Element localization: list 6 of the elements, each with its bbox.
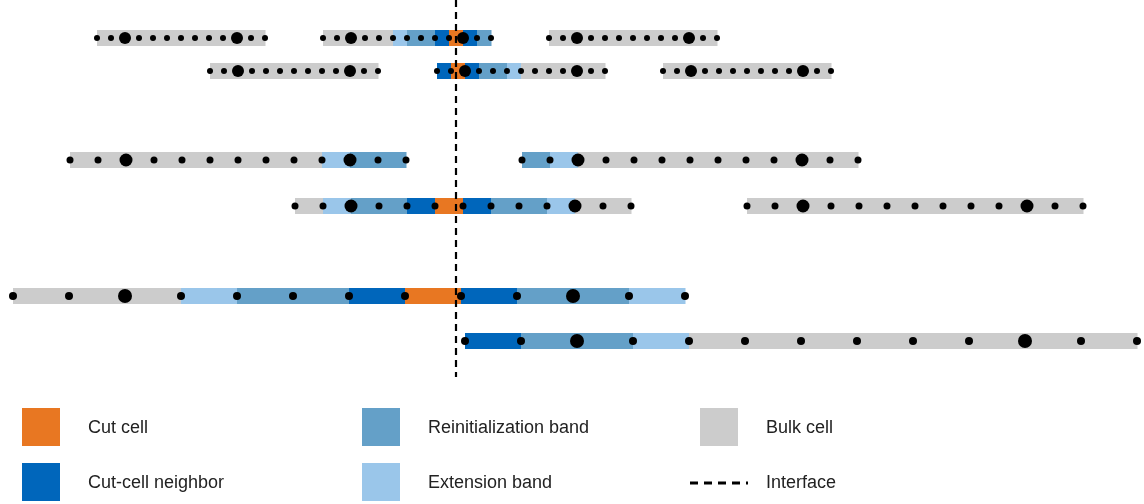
legend-label: Cut-cell neighbor — [88, 471, 225, 493]
legend-label: Bulk cell — [766, 416, 834, 438]
legend-label: Reinitialization band — [428, 416, 590, 438]
legend-label: Interface — [766, 471, 837, 493]
legend-label: Extension band — [428, 471, 553, 493]
legend-label: Cut cell — [88, 416, 149, 438]
